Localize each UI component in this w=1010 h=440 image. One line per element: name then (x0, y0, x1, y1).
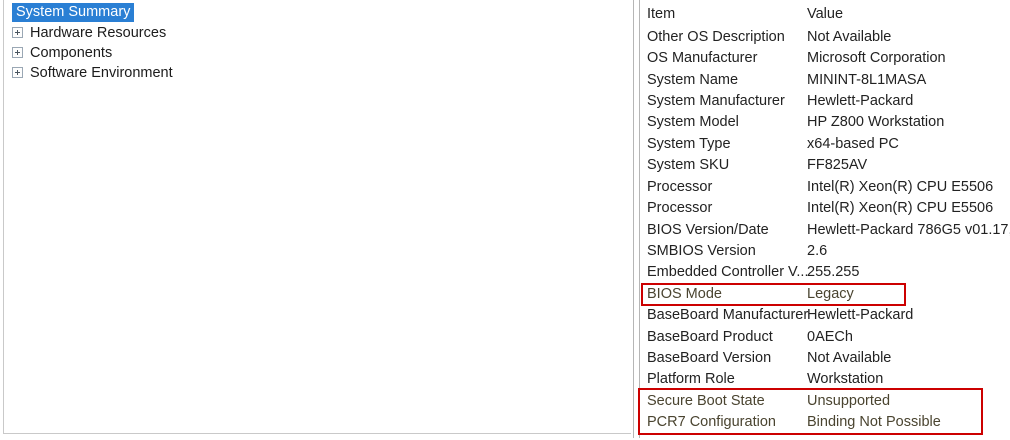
splitter-line-right (639, 0, 640, 440)
table-row-bios-mode[interactable]: BIOS Mode Legacy (641, 284, 1010, 305)
row-item-label: BIOS Mode (647, 286, 722, 302)
row-value: 2.6 (807, 243, 828, 259)
table-row[interactable]: System Type x64-based PC (641, 134, 1010, 155)
row-value: Hewlett-Packard 786G5 v01.17, 8/ (807, 222, 1010, 238)
tree-item-components-label: Components (30, 45, 113, 62)
row-value: Hewlett-Packard (807, 93, 914, 109)
table-row-pcr7-configuration[interactable]: PCR7 Configuration Binding Not Possible (641, 412, 1010, 433)
row-item-label: SMBIOS Version (647, 243, 756, 259)
row-item-label: BIOS Version/Date (647, 222, 769, 238)
splitter-line-left (633, 0, 634, 440)
plus-box-icon[interactable] (12, 66, 23, 78)
row-value: MININT-8L1MASA (807, 72, 927, 88)
row-value: Hewlett-Packard (807, 307, 914, 323)
system-information-tree-pane: System Summary Hardware Resources Compon… (3, 0, 631, 434)
row-value: Not Available (807, 350, 892, 366)
table-row-secure-boot-state[interactable]: Secure Boot State Unsupported (641, 391, 1010, 412)
system-information-detail-pane[interactable]: Item Value Other OS Description Not Avai… (641, 0, 1010, 440)
row-item-label: PCR7 Configuration (647, 414, 776, 430)
table-row[interactable]: System Model HP Z800 Workstation (641, 112, 1010, 133)
row-value: Not Available (807, 29, 892, 45)
table-row[interactable]: BaseBoard Product 0AECh (641, 327, 1010, 348)
tree-item-hardware-resources-label: Hardware Resources (30, 25, 167, 42)
row-item-label: BaseBoard Product (647, 329, 773, 345)
row-item-label: Processor (647, 179, 713, 195)
row-value: Intel(R) Xeon(R) CPU E5506 (807, 200, 994, 216)
row-item-label: System Model (647, 114, 739, 130)
row-value: HP Z800 Workstation (807, 114, 945, 130)
table-row[interactable]: Other OS Description Not Available (641, 27, 1010, 48)
row-value: x64-based PC (807, 136, 899, 152)
table-row[interactable]: BaseBoard Manufacturer Hewlett-Packard (641, 305, 1010, 326)
table-row[interactable]: System Name MININT-8L1MASA (641, 70, 1010, 91)
row-value: Binding Not Possible (807, 414, 941, 430)
tree-item-software-environment[interactable]: Software Environment (4, 63, 631, 83)
row-value: Legacy (807, 286, 854, 302)
row-item-label: Processor (647, 200, 713, 216)
pane-splitter[interactable] (633, 0, 641, 440)
table-row[interactable]: Processor Intel(R) Xeon(R) CPU E5506 (641, 198, 1010, 219)
row-value: Unsupported (807, 393, 891, 409)
tree-item-system-summary[interactable]: System Summary (4, 2, 631, 22)
table-row[interactable]: BaseBoard Version Not Available (641, 348, 1010, 369)
row-item-label: System SKU (647, 157, 730, 173)
row-value: 255.255 (807, 264, 860, 280)
table-row[interactable]: System SKU FF825AV (641, 155, 1010, 176)
row-item-label: Other OS Description (647, 29, 785, 45)
plus-box-icon[interactable] (12, 26, 23, 38)
row-value: FF825AV (807, 157, 868, 173)
table-row[interactable]: Platform Role Workstation (641, 369, 1010, 390)
window-bottom-edge (0, 438, 1010, 440)
column-header-item[interactable]: Item (647, 6, 676, 22)
row-value: Intel(R) Xeon(R) CPU E5506 (807, 179, 994, 195)
row-item-label: BaseBoard Manufacturer (647, 307, 809, 323)
row-value: 0AECh (807, 329, 853, 345)
table-row[interactable]: System Manufacturer Hewlett-Packard (641, 91, 1010, 112)
tree-item-software-environment-label: Software Environment (30, 65, 173, 82)
row-item-label: System Name (647, 72, 739, 88)
plus-box-icon[interactable] (12, 46, 23, 58)
row-item-label: BaseBoard Version (647, 350, 772, 366)
table-row[interactable]: BIOS Version/Date Hewlett-Packard 786G5 … (641, 220, 1010, 241)
table-row[interactable]: SMBIOS Version 2.6 (641, 241, 1010, 262)
row-item-label: Platform Role (647, 371, 735, 387)
row-item-label: Embedded Controller V... (647, 264, 809, 280)
row-value: Microsoft Corporation (807, 50, 946, 66)
row-item-label: System Manufacturer (647, 93, 785, 109)
table-row[interactable]: Processor Intel(R) Xeon(R) CPU E5506 (641, 177, 1010, 198)
row-item-label: System Type (647, 136, 731, 152)
row-item-label: Secure Boot State (647, 393, 765, 409)
table-row[interactable]: Embedded Controller V... 255.255 (641, 262, 1010, 283)
tree-item-components[interactable]: Components (4, 43, 631, 63)
column-header-value[interactable]: Value (807, 6, 844, 22)
table-row[interactable]: OS Manufacturer Microsoft Corporation (641, 48, 1010, 69)
tree-item-system-summary-label: System Summary (12, 3, 135, 22)
row-item-label: OS Manufacturer (647, 50, 758, 66)
detail-header-row: Item Value (641, 4, 1010, 25)
tree-item-hardware-resources[interactable]: Hardware Resources (4, 23, 631, 43)
row-value: Workstation (807, 371, 884, 387)
